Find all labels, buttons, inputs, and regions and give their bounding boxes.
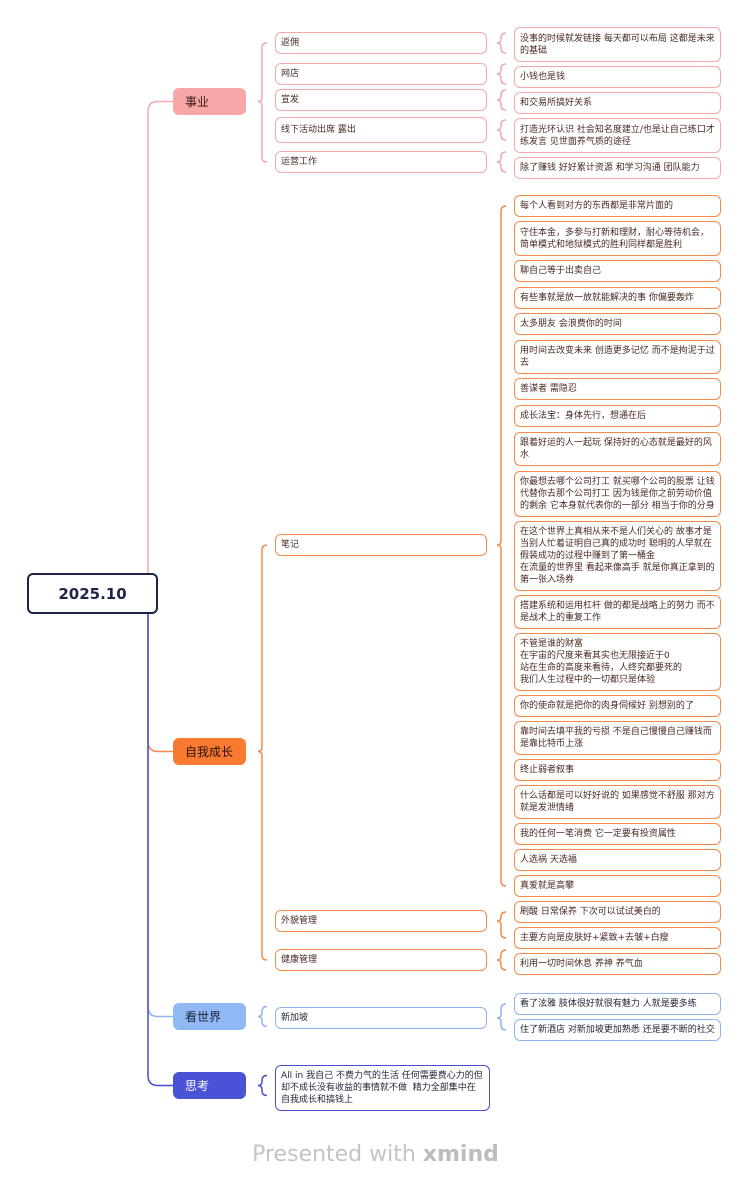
subtopic[interactable]: 新加坡 xyxy=(275,1007,487,1029)
note-item[interactable]: 靠时间去填平我的亏损 不是自己慢慢自己赚钱而是靠比特币上涨 xyxy=(514,721,721,755)
note-item[interactable]: 我的任何一笔消费 它一定要有投资属性 xyxy=(514,823,721,845)
note-item[interactable]: 真爱就是高攀 xyxy=(514,875,721,897)
branch-topic[interactable]: 事业 xyxy=(173,88,246,115)
subtopic-bracket xyxy=(496,89,507,111)
subtopic[interactable]: 健康管理 xyxy=(275,949,487,971)
note-item[interactable]: 小钱也是钱 xyxy=(514,66,721,88)
note-item[interactable]: 终止弱者叙事 xyxy=(514,759,721,781)
note-item[interactable]: 不管是谁的财富 在宇宙的尺度来看其实也无限接近于0 站在生命的高度来看待，人终究… xyxy=(514,633,721,691)
note-item[interactable]: 除了赚钱 好好累计资源 和学习沟通 团队能力 xyxy=(514,157,721,179)
subtopic-bracket xyxy=(496,949,507,971)
branch-topic[interactable]: 自我成长 xyxy=(173,738,246,765)
subtopic-bracket xyxy=(496,63,507,85)
root-topic[interactable]: 2025.10 xyxy=(27,573,158,614)
note-item[interactable]: 主要方向是皮肤好+紧致+去皱+白瘦 xyxy=(514,927,721,949)
note-item[interactable]: 有些事就是放一放就能解决的事 你偏要轰炸 xyxy=(514,287,721,309)
branch-connector xyxy=(142,593,173,1087)
footer-watermark: Presented with xmind xyxy=(0,1142,751,1167)
note-item[interactable]: 聊自己等于出卖自己 xyxy=(514,260,721,282)
subtopic-bracket xyxy=(496,151,507,173)
subtopic[interactable]: 宣发 xyxy=(275,89,487,111)
note-item[interactable]: 用时间去改变未来 创造更多记忆 而不是拘泥于过去 xyxy=(514,340,721,374)
branch-topic[interactable]: 思考 xyxy=(173,1072,246,1099)
subtopic-bracket xyxy=(496,911,507,939)
branch-bracket xyxy=(257,1005,268,1028)
subtopic[interactable]: 笔记 xyxy=(275,534,487,556)
branch-connector xyxy=(142,100,173,595)
note-item[interactable]: 人选祸 天选福 xyxy=(514,849,721,871)
note-item[interactable]: 住了新酒店 对新加坡更加熟悉 还是要不断的社交 xyxy=(514,1019,721,1041)
subtopic-bracket xyxy=(496,205,507,887)
note-item[interactable]: 和交易所搞好关系 xyxy=(514,92,721,114)
subtopic[interactable]: All in 我自己 不费力气的生活 任何需要费心力的但却不成长没有收益的事情就… xyxy=(275,1065,490,1111)
subtopic[interactable]: 运营工作 xyxy=(275,151,487,173)
subtopic[interactable]: 外貌管理 xyxy=(275,910,487,932)
note-item[interactable]: 你的使命就是把你的肉身伺候好 别想别的了 xyxy=(514,695,721,717)
note-item[interactable]: 看了泫雅 肢体很好就很有魅力 人就是要多练 xyxy=(514,993,721,1015)
note-item[interactable]: 在这个世界上真相从来不是人们关心的 故事才是 当别人忙着证明自己真的成功时 聪明… xyxy=(514,521,721,591)
subtopic-bracket xyxy=(496,1003,507,1031)
note-item[interactable]: 善谋者 需隐忍 xyxy=(514,378,721,400)
note-item[interactable]: 守住本金，多参与打新和理财，耐心等待机会，简单模式和地狱模式的胜利同样都是胜利 xyxy=(514,221,721,256)
note-item[interactable]: 利用一切时间休息 养神 养气血 xyxy=(514,953,721,975)
xmind-logo: xmind xyxy=(422,1142,499,1167)
footer-prefix: Presented with xyxy=(252,1142,423,1167)
note-item[interactable]: 打造光环认识 社会知名度建立/也是让自己练口才练发言 见世面养气质的途径 xyxy=(514,118,721,153)
subtopic[interactable]: 网店 xyxy=(275,63,487,85)
subtopic[interactable]: 线下活动出席 露出 xyxy=(275,117,487,143)
note-item[interactable]: 什么话都是可以好好说的 如果感觉不舒服 那对方就是发泄情绪 xyxy=(514,785,721,819)
note-item[interactable]: 跟着好运的人一起玩 保持好的心态就是最好的风水 xyxy=(514,432,721,466)
subtopic-bracket xyxy=(496,119,507,141)
note-item[interactable]: 每个人看到对方的东西都是非常片面的 xyxy=(514,195,721,217)
subtopic-bracket xyxy=(496,32,507,54)
note-item[interactable]: 搭建系统和运用杠杆 做的都是战略上的努力 而不是战术上的重复工作 xyxy=(514,595,721,629)
branch-bracket xyxy=(257,544,268,961)
note-item[interactable]: 你最想去哪个公司打工 就买哪个公司的股票 让钱代替你去那个公司打工 因为钱是你之… xyxy=(514,471,721,517)
note-item[interactable]: 没事的时候就发链接 每天都可以布局 这都是未来的基础 xyxy=(514,27,721,62)
subtopic[interactable]: 返佣 xyxy=(275,32,487,54)
note-item[interactable]: 刷酸 日常保养 下次可以试试美白的 xyxy=(514,901,721,923)
branch-bracket xyxy=(257,42,268,163)
branch-topic[interactable]: 看世界 xyxy=(173,1003,246,1030)
note-item[interactable]: 成长法宝：身体先行，想通在后 xyxy=(514,405,721,427)
note-item[interactable]: 太多朋友 会浪费你的时间 xyxy=(514,313,721,335)
branch-bracket xyxy=(257,1074,268,1097)
